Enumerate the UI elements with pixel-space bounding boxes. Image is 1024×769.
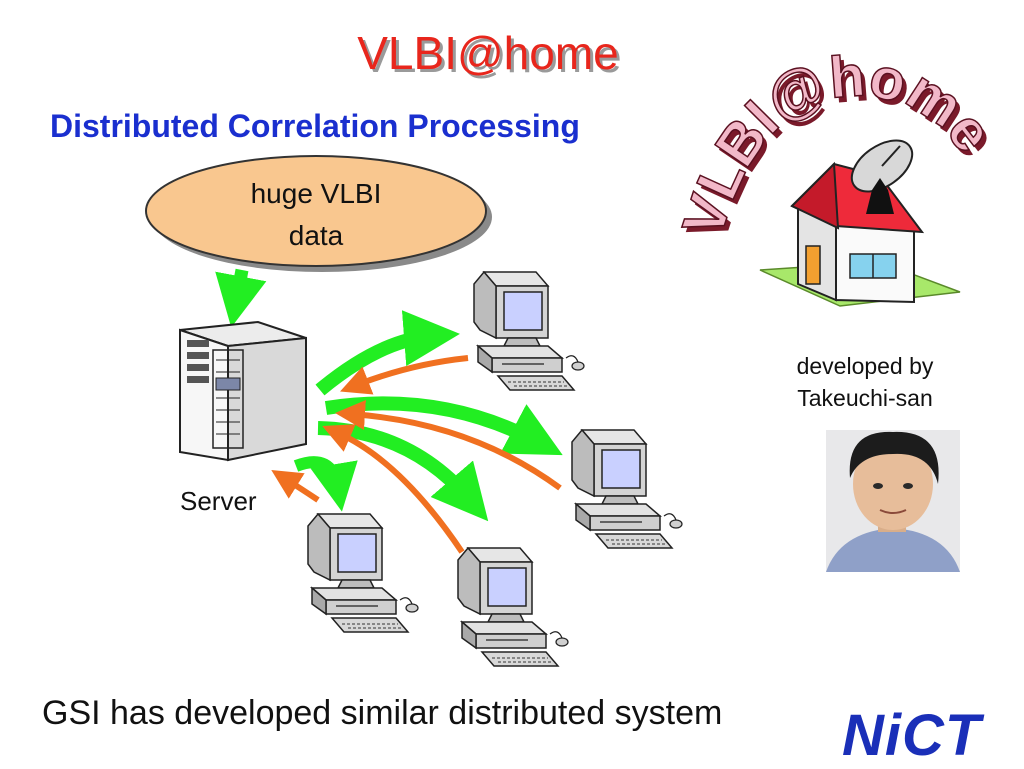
slide-title: VLBI@home [357, 27, 619, 79]
bottom-caption: GSI has developed similar distributed sy… [42, 694, 723, 732]
vlbi-home-logo-art: VLBI@home VLBI@home [669, 42, 1010, 307]
credit-line-2: Takeuchi-san [797, 385, 933, 411]
computer-icon [457, 547, 569, 667]
nict-logo: NiCT [842, 703, 982, 768]
computer-icon [307, 513, 419, 633]
server-icon [179, 320, 307, 462]
computer-icon [571, 429, 683, 549]
slide-subtitle: Distributed Correlation Processing [50, 108, 580, 144]
credit-line-1: developed by [796, 353, 934, 379]
bubble-line-2: data [289, 220, 344, 251]
input-arrow [215, 268, 267, 328]
data-bubble: huge VLBI data [145, 155, 492, 272]
return-arrows [271, 355, 562, 554]
credit-text: developed by Takeuchi-san [760, 350, 970, 414]
photo-portrait [826, 430, 960, 572]
computer-icon [473, 271, 585, 391]
server-label: Server [180, 486, 257, 516]
bubble-line-1: huge VLBI [251, 178, 382, 209]
